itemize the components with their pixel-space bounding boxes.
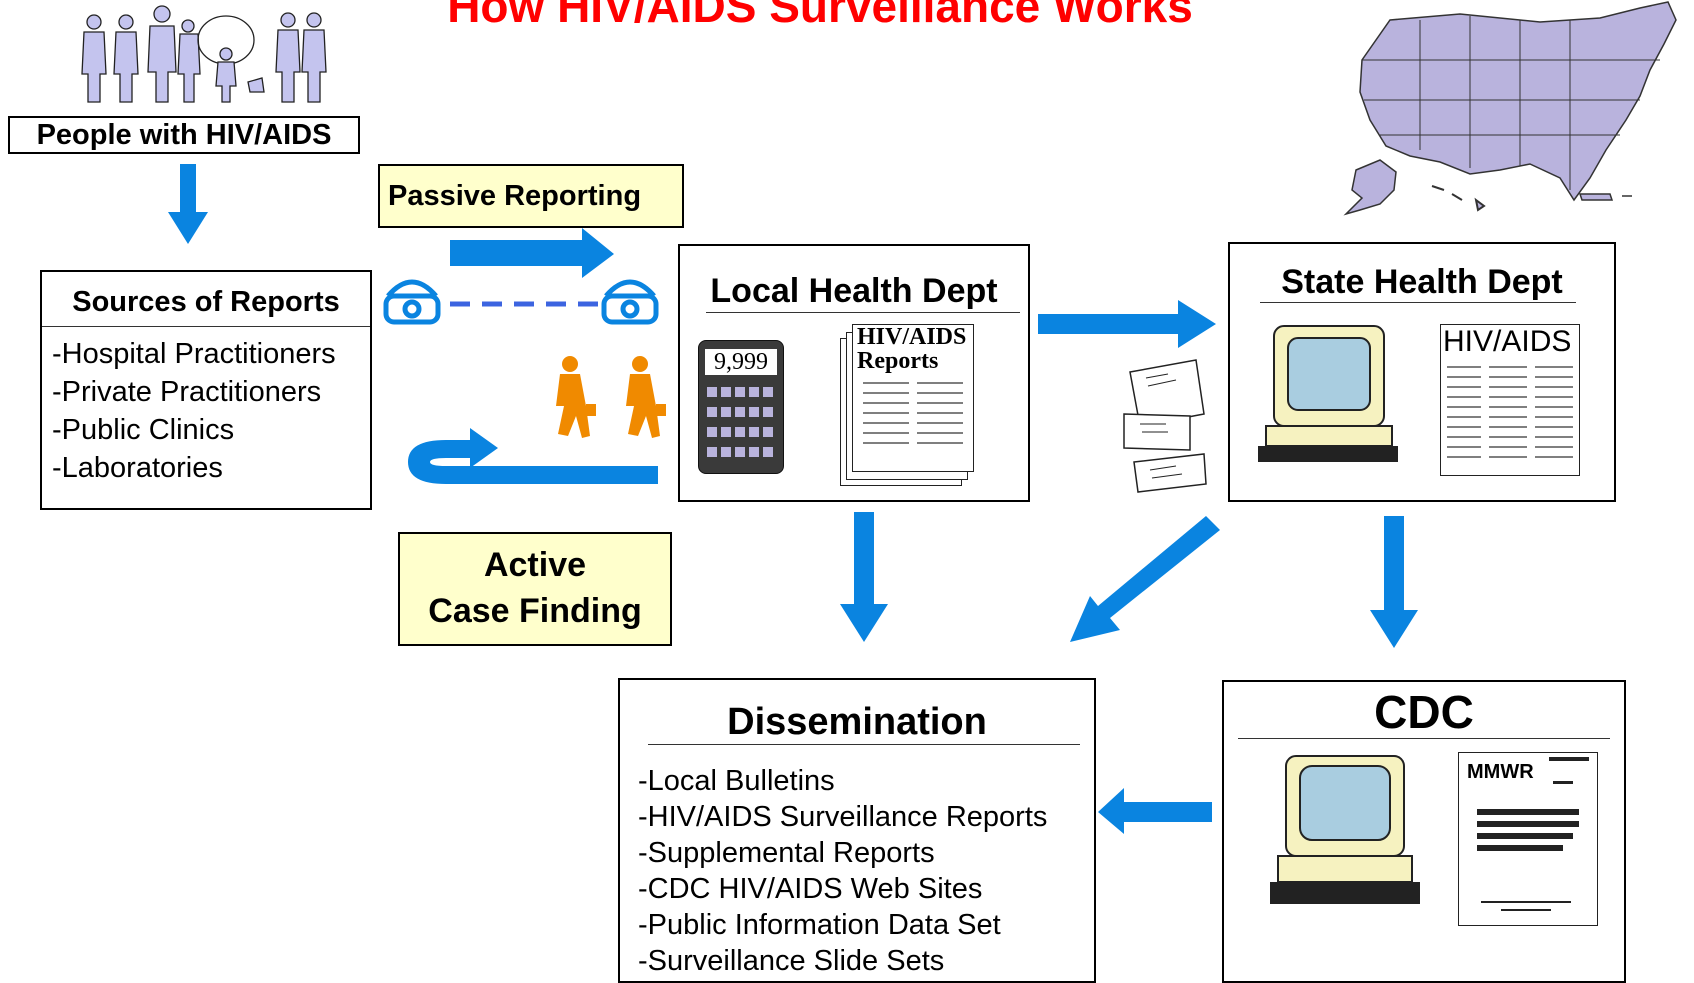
dissemination-divider [648, 744, 1080, 745]
arrow-active-return [408, 428, 658, 484]
active-case-finding-box: Active Case Finding [398, 532, 672, 646]
cdc-computer-icon [1270, 755, 1420, 904]
list-item: -CDC HIV/AIDS Web Sites [638, 873, 983, 905]
mmwr-label: MMWR [1467, 761, 1534, 783]
telephone-icon-left [383, 279, 441, 325]
people-icon [81, 5, 327, 103]
state-heading: State Health Dept [1281, 263, 1563, 301]
list-item: -Local Bulletins [638, 765, 835, 797]
computer-icon [1258, 325, 1398, 462]
list-item: -Public Information Data Set [638, 909, 1001, 941]
envelopes-icon [1123, 359, 1207, 493]
arrow-local-to-state [1038, 300, 1216, 348]
arrow-cdc-to-dissemination [1098, 788, 1212, 834]
page-title: How HIV/AIDS Surveillance Works [447, 0, 1193, 32]
passive-reporting-box: Passive Reporting [378, 164, 684, 228]
state-report-label: HIV/AIDS [1443, 325, 1572, 358]
mmwr-lines [1477, 757, 1589, 911]
dissemination-list: -Local Bulletins -HIV/AIDS Surveillance … [620, 745, 1094, 979]
list-item: -Public Clinics [52, 414, 235, 446]
local-divider [706, 312, 1020, 313]
walker-icon [556, 356, 666, 438]
dissemination-box: Dissemination -Local Bulletins -HIV/AIDS… [618, 678, 1096, 983]
us-map-icon [1343, 1, 1677, 216]
sources-heading: Sources of Reports [72, 286, 340, 318]
sources-box: Sources of Reports -Hospital Practitione… [40, 270, 372, 510]
passive-reporting-label: Passive Reporting [388, 180, 642, 212]
arrow-down-people [168, 164, 208, 244]
people-label: People with HIV/AIDS [36, 119, 332, 151]
local-heading: Local Health Dept [710, 272, 998, 310]
active-line2: Case Finding [428, 592, 642, 630]
telephone-icon-right [601, 279, 659, 325]
sources-list: -Hospital Practitioners -Private Practit… [42, 327, 370, 487]
arrow-local-to-dissemination [840, 512, 888, 642]
sources-divider [42, 326, 370, 327]
calculator-icon: 9,999 [698, 340, 784, 474]
report-lines [863, 382, 963, 444]
list-item: -Hospital Practitioners [52, 338, 336, 370]
calculator-display: 9,999 [705, 349, 777, 375]
list-item: -Laboratories [52, 452, 223, 484]
list-item: -Private Practitioners [52, 376, 322, 408]
reports-stack-icon: HIV/AIDS Reports [840, 324, 986, 486]
calculator-keys [707, 387, 773, 457]
cdc-box: CDC MMWR [1222, 680, 1626, 983]
cdc-heading: CDC [1374, 686, 1474, 738]
arrow-state-to-cdc [1370, 516, 1418, 648]
list-item: -Surveillance Slide Sets [638, 945, 945, 977]
people-label-box: People with HIV/AIDS [8, 116, 360, 154]
state-divider [1260, 302, 1576, 303]
cdc-divider [1238, 738, 1610, 739]
state-report-lines [1447, 366, 1573, 458]
arrow-state-to-dissemination [1070, 516, 1220, 642]
local-health-dept-box: Local Health Dept 9,999 HIV/AIDS Reports [678, 244, 1030, 502]
active-line1: Active [483, 546, 587, 584]
state-report-icon: HIV/AIDS [1440, 324, 1580, 476]
mmwr-report-icon: MMWR [1458, 752, 1598, 926]
arrow-passive-right [450, 228, 614, 278]
report-title-1: HIV/AIDS [857, 324, 967, 350]
state-health-dept-box: State Health Dept HIV/AIDS [1228, 242, 1616, 502]
dissemination-heading: Dissemination [727, 701, 987, 743]
report-title-2: Reports [857, 348, 939, 374]
list-item: -Supplemental Reports [638, 837, 935, 869]
list-item: -HIV/AIDS Surveillance Reports [638, 801, 1048, 833]
